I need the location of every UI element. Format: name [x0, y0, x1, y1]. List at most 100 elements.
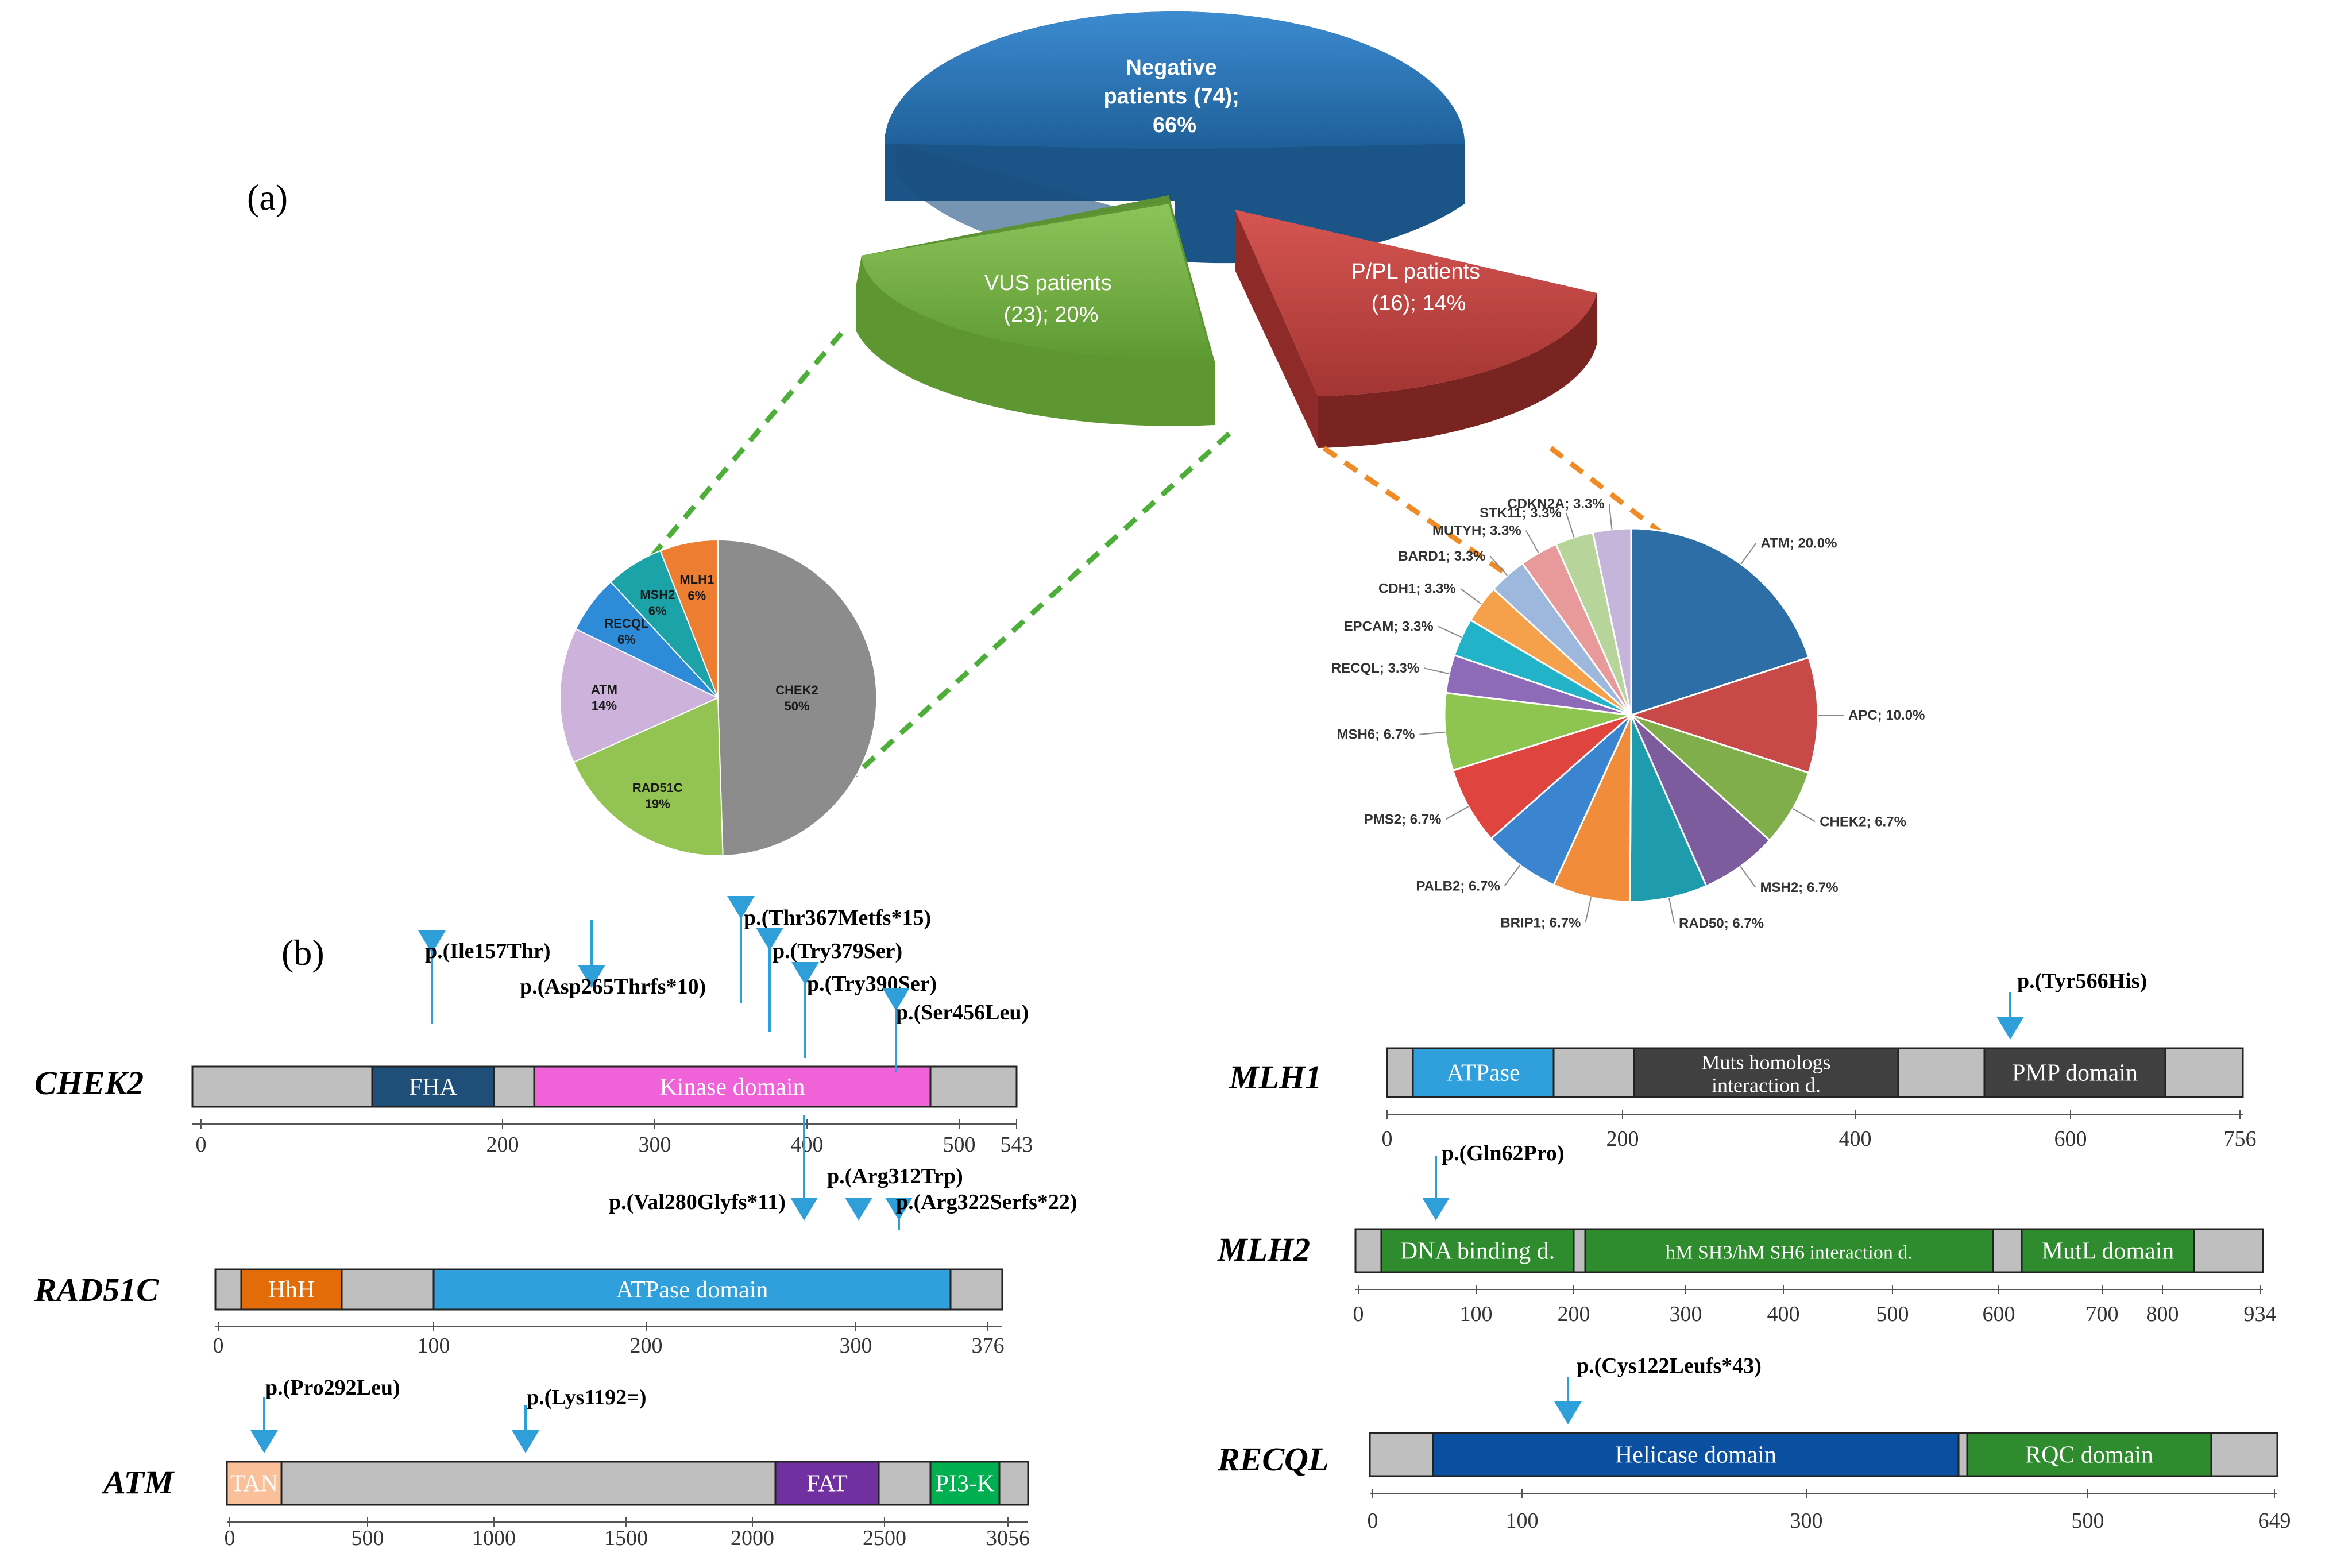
variant-label: p.(Pro292Leu) — [265, 1376, 400, 1400]
variant-label: p.(Try390Ser) — [807, 972, 937, 996]
axis-tick-label: 0 — [1368, 1509, 1378, 1533]
domain-atpase — [1412, 1047, 1555, 1098]
axis-tick-label: 300 — [840, 1334, 872, 1358]
ppl-slice-label: MSH6; 6.7% — [1337, 727, 1415, 743]
domain-label: Helicase domain — [1615, 1442, 1776, 1469]
axis-tick-label: 800 — [2146, 1302, 2179, 1326]
ppl-slice-label: PALB2; 6.7% — [1416, 878, 1500, 894]
vus-slice-rad51c — [573, 697, 724, 856]
gene-name: RAD51C — [34, 1271, 159, 1308]
variant-label: p.(Val280Glyfs*11) — [609, 1190, 786, 1214]
variant-label: p.(Lys1192=) — [527, 1385, 647, 1409]
variant-arrow — [885, 1198, 913, 1221]
connector-ppl-upper — [1322, 446, 1530, 591]
ppl-leader-line — [1504, 864, 1521, 886]
ppl-slice-label: CDH1; 3.3% — [1378, 581, 1456, 597]
variant-label: p.(Gln62Pro) — [1442, 1141, 1565, 1165]
variant-arrow — [418, 930, 446, 953]
variant-label: p.(Tyr566His) — [2017, 969, 2147, 993]
ppl-slice-label: MSH2; 6.7% — [1760, 880, 1839, 895]
axis-tick-label: 400 — [1767, 1302, 1800, 1326]
ppl-slice-cdkn2a — [1592, 527, 1632, 716]
axis-tick-label: 700 — [2086, 1302, 2119, 1326]
domain-pi3-k — [929, 1461, 1001, 1506]
main-pie-label-negative: Negative patients (74); 66% — [1103, 56, 1245, 137]
main-pie-slice-vus — [856, 195, 1215, 426]
domain-mutl-domain — [2021, 1228, 2195, 1273]
variant-label: p.(Arg312Trp) — [827, 1164, 963, 1188]
axis-tick-label: 1500 — [604, 1526, 648, 1550]
panel-label-a: (a) — [247, 177, 288, 218]
axis-tick-label: 500 — [2072, 1509, 2104, 1533]
axis-tick-label: 200 — [1606, 1127, 1639, 1151]
domain-label: FAT — [806, 1471, 848, 1497]
axis-tick-label: 376 — [972, 1334, 1005, 1358]
axis-tick-label: 100 — [1506, 1509, 1539, 1533]
axis-tick-label: 543 — [1001, 1133, 1033, 1157]
domain-rqc-domain — [1966, 1432, 2212, 1477]
ppl-slice-label: CDKN2A; 3.3% — [1507, 496, 1604, 512]
variant-arrow — [791, 962, 819, 985]
axis-tick-label: 756 — [2224, 1127, 2257, 1151]
variant-arrow — [512, 1430, 539, 1453]
domain-label: DNA binding d. — [1400, 1238, 1555, 1265]
ppl-slice-label: BARD1; 3.3% — [1398, 549, 1485, 564]
ppl-leader-line — [1525, 530, 1539, 554]
axis-tick-label: 500 — [943, 1133, 976, 1157]
domain-fat — [774, 1461, 880, 1506]
variant-label: p.(Ser456Leu) — [896, 1001, 1029, 1025]
ppl-leader-line — [1489, 555, 1508, 576]
ppl-leader-line — [1438, 625, 1462, 638]
vus-slice-atm — [559, 628, 720, 763]
domain-pmp-domain — [1983, 1047, 2166, 1098]
variant-arrow — [250, 1430, 278, 1453]
ppl-slice-label: EPCAM; 3.3% — [1344, 619, 1434, 635]
ppl-leader-line — [1740, 866, 1756, 888]
variant-label: p.(Thr367Metfs*15) — [744, 906, 931, 930]
ppl-slice-label: RECQL; 3.3% — [1331, 661, 1419, 676]
ppl-leader-line — [1585, 897, 1592, 923]
variant-arrow — [1554, 1401, 1582, 1424]
variant-arrow — [790, 1198, 818, 1221]
variant-arrow — [727, 896, 755, 919]
axis-tick-label: 2500 — [863, 1526, 906, 1550]
domain-label: ATPase domain — [616, 1277, 768, 1303]
axis-tick-label: 100 — [1460, 1302, 1493, 1326]
axis-tick-label: 200 — [630, 1334, 663, 1358]
ppl-leader-line — [1608, 503, 1613, 530]
variant-arrow — [1996, 1017, 2024, 1040]
axis-tick-label: 0 — [213, 1334, 224, 1358]
ppl-leader-line — [1460, 588, 1482, 605]
axis-tick-label: 0 — [1382, 1127, 1393, 1151]
panel-label-b: (b) — [281, 932, 325, 973]
domain-fha — [371, 1065, 495, 1108]
ppl-slice-apc — [1628, 656, 1819, 774]
gene-name: MLH1 — [1229, 1059, 1322, 1096]
axis-tick-label: 200 — [1558, 1302, 1590, 1326]
domain-hhh — [240, 1268, 343, 1311]
ppl-slice-label: PMS2; 6.7% — [1364, 812, 1442, 827]
domain-muts-homologs-interaction-d — [1633, 1047, 1899, 1098]
ppl-leader-line — [1419, 731, 1446, 735]
axis-tick-label: 600 — [1983, 1302, 2015, 1326]
domain-label: PMP domain — [2012, 1060, 2138, 1087]
axis-tick-label: 3056 — [986, 1526, 1030, 1550]
domain-label: PI3-K — [936, 1471, 995, 1497]
main-pie-label-ppl: P/PL patients (16); 14% — [1351, 260, 1486, 315]
ppl-slice-label: APC; 10.0% — [1848, 708, 1925, 723]
main-pie-chart: Negative patients (74); 66% VUS patients… — [856, 11, 1597, 448]
domain-dna-binding-d — [1380, 1228, 1575, 1273]
domain-label: FHA — [409, 1074, 458, 1100]
